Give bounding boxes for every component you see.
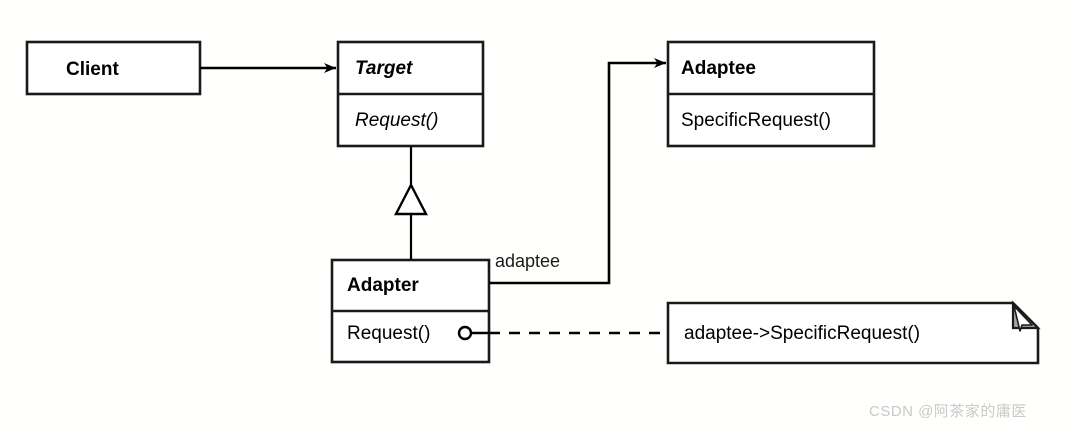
target-operation-request: Request()	[355, 110, 439, 131]
note-anchor-ball-icon	[457, 325, 473, 341]
note-box[interactable]	[666, 301, 1040, 365]
adaptee-class-name: Adaptee	[681, 58, 756, 79]
note-fold-cursor-icon	[1013, 305, 1033, 332]
csdn-watermark: CSDN @阿茶家的庸医	[869, 403, 1027, 420]
generalization-triangle-icon	[394, 182, 428, 216]
client-class-box[interactable]	[25, 40, 202, 96]
adapter-to-adaptee-edge[interactable]	[489, 58, 666, 285]
adapter-operation-request: Request()	[347, 323, 431, 344]
client-class-name: Client	[66, 59, 119, 80]
adaptee-operation-specific-request: SpecificRequest()	[681, 110, 831, 131]
target-class-name: Target	[355, 58, 413, 79]
adapter-class-name: Adapter	[347, 275, 419, 296]
association-role-label-adaptee: adaptee	[495, 251, 561, 271]
note-body-text: adaptee->SpecificRequest()	[684, 323, 921, 344]
